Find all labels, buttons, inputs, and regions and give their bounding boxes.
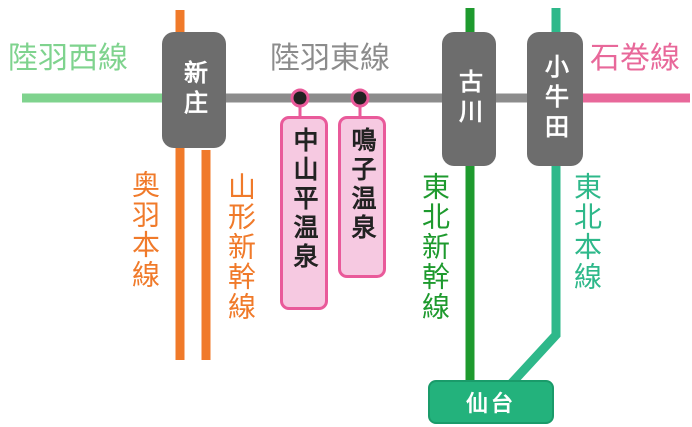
nakayamadaira-station-dot: [290, 88, 310, 108]
yamagata-shinkansen-label: 山形新幹線: [224, 172, 257, 322]
naruko-onsen-name: 鳴子温泉: [348, 127, 377, 243]
nakayamadaira-onsen-name: 中山平温泉: [290, 127, 319, 272]
naruko-station-dot: [350, 88, 370, 108]
kogota-station: 小牛田: [527, 32, 583, 166]
nakayamadaira-onsen-station: 中山平温泉: [280, 116, 328, 310]
ou-main-label: 奥羽本線: [128, 170, 161, 290]
tohoku-main-label: 東北本線: [570, 172, 603, 292]
ishinomaki-label: 石巻線: [590, 41, 680, 76]
tohoku-shinkansen-label: 東北新幹線: [418, 172, 451, 322]
sendai-station-name: 仙台: [465, 392, 516, 417]
naruko-onsen-station: 鳴子温泉: [338, 116, 386, 278]
shinjo-station-name: 新庄: [179, 60, 208, 120]
furukawa-station-name: 古川: [454, 69, 483, 129]
kogota-station-name: 小牛田: [540, 54, 569, 144]
rikuu-east-label: 陸羽東線: [270, 41, 390, 76]
furukawa-station: 古川: [442, 32, 496, 166]
shinjo-station: 新庄: [162, 32, 226, 148]
sendai-station: 仙台: [428, 380, 554, 424]
rikuu-west-label: 陸羽西線: [8, 41, 128, 76]
